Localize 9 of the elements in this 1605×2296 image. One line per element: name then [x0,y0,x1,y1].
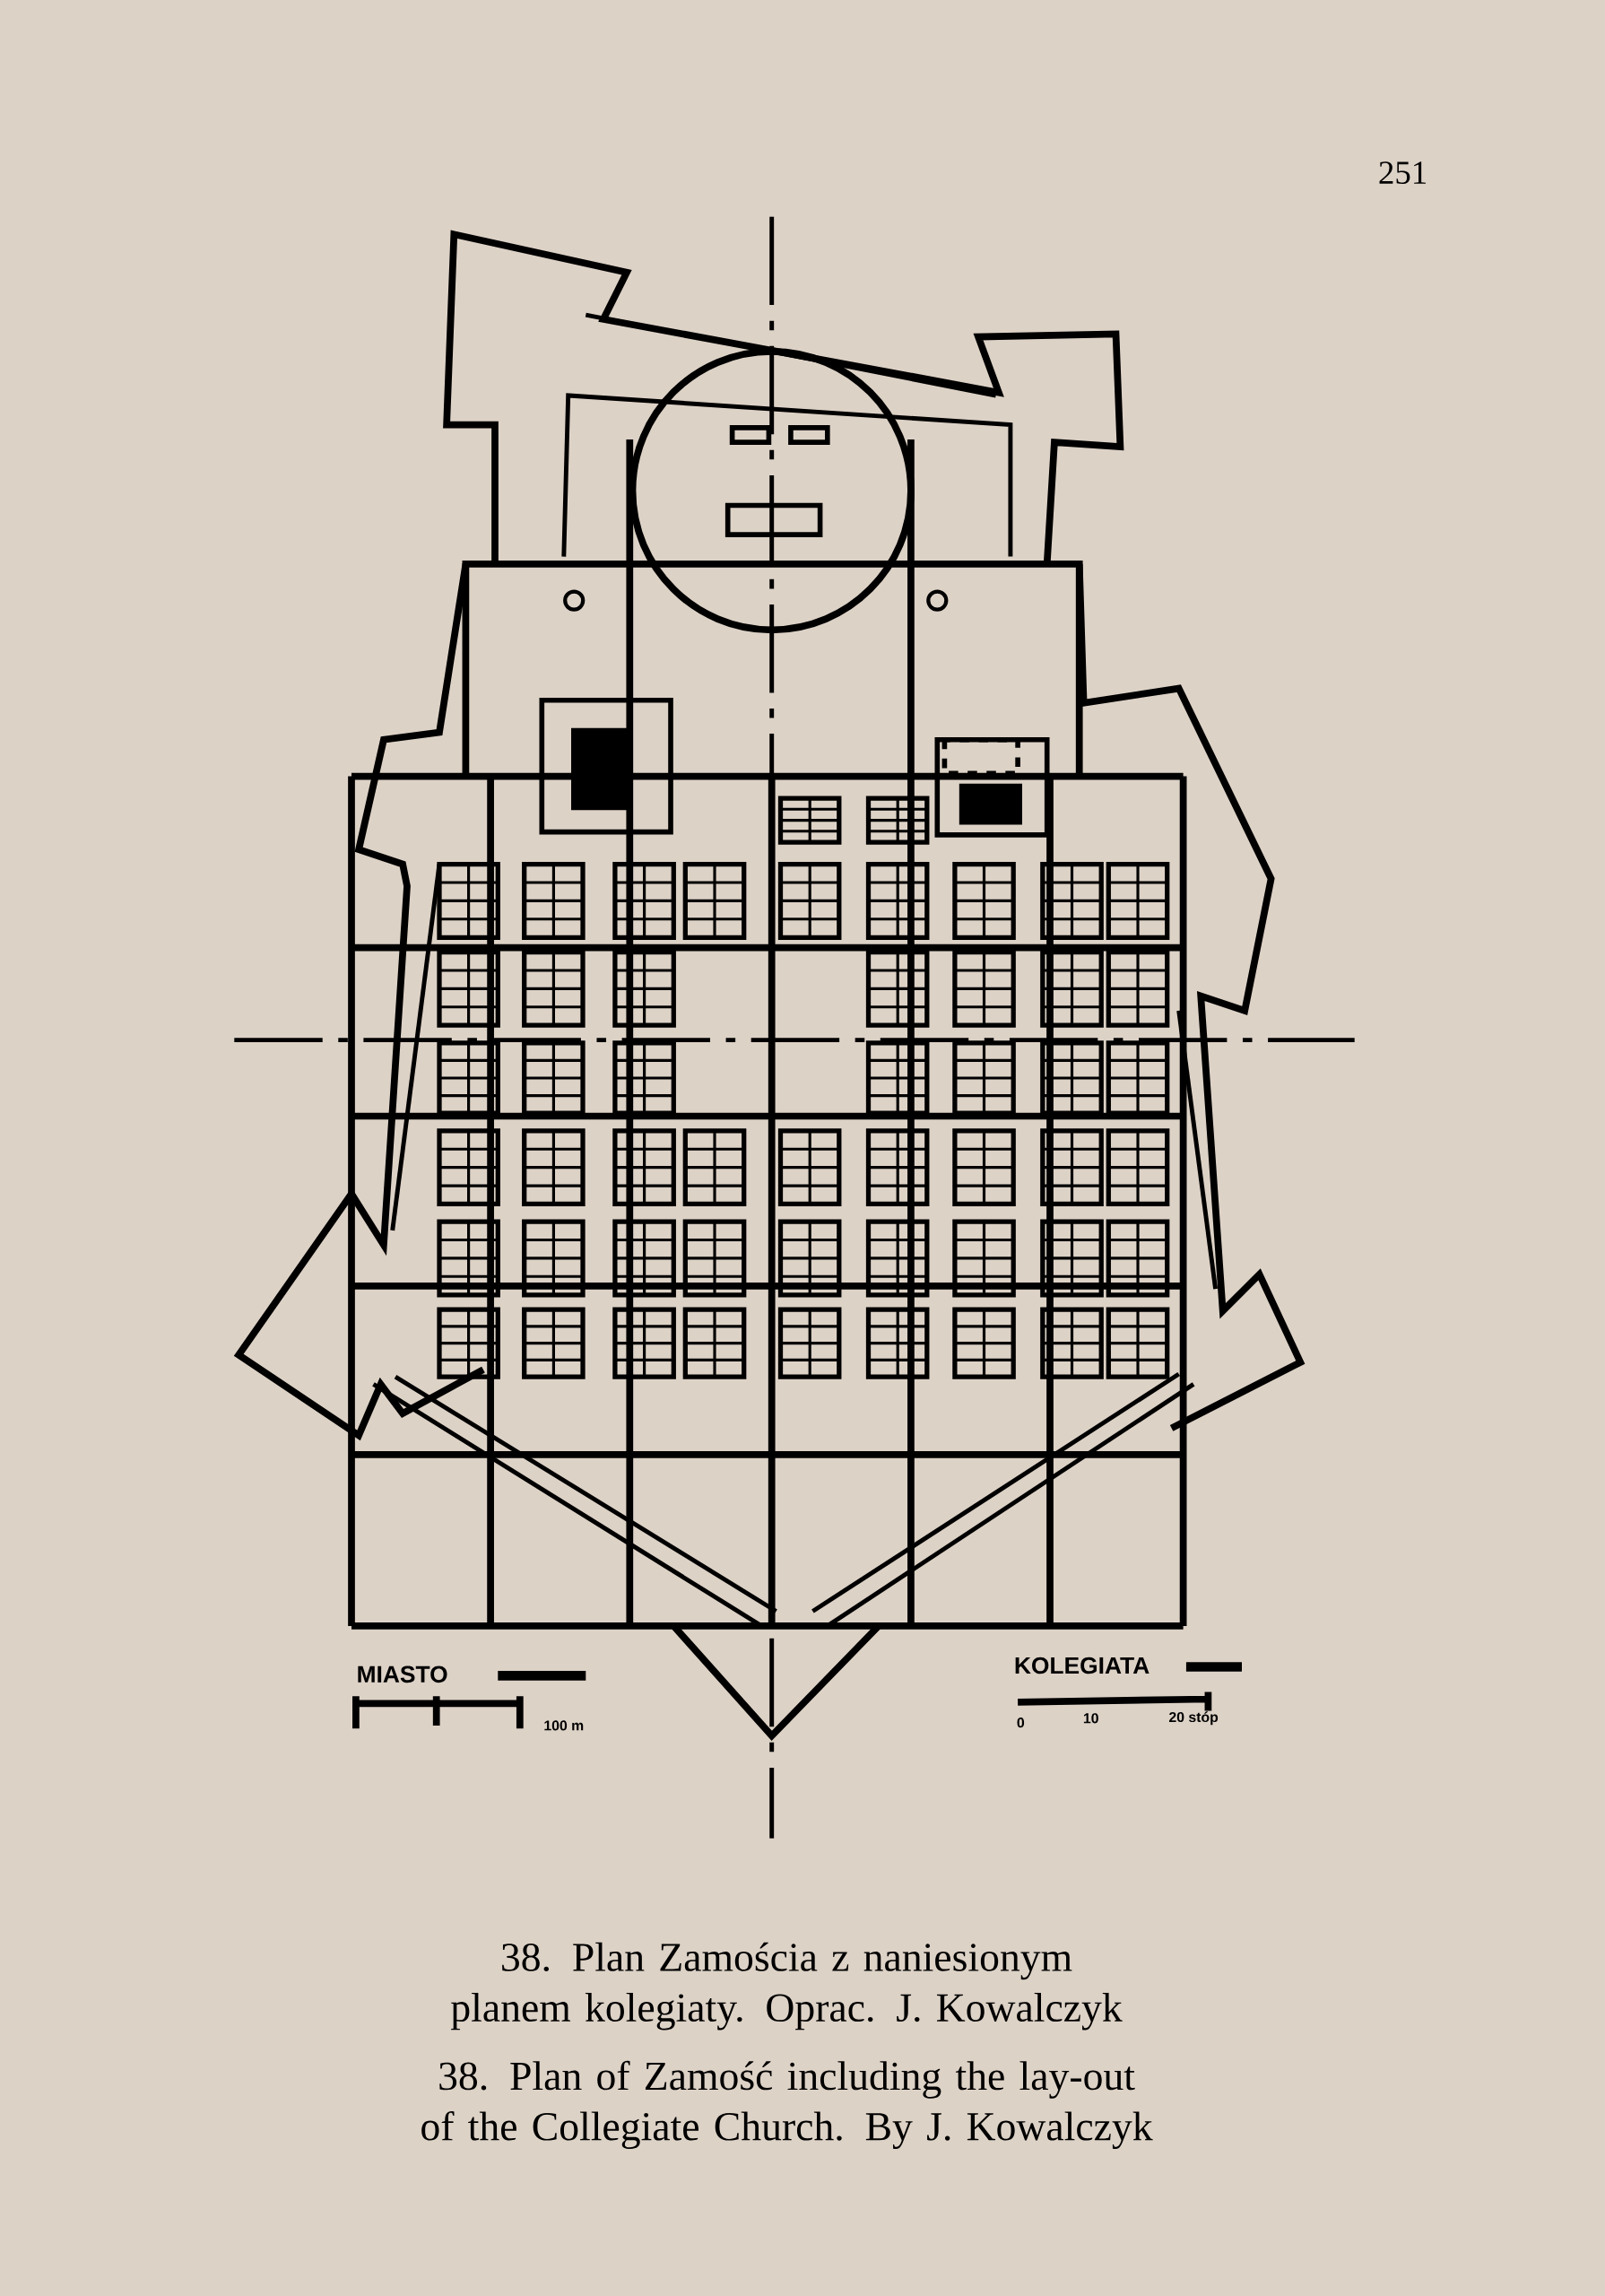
caption-text: 38. Plan Zamościa z naniesionym planem kolegiaty. Oprac. J. Kowalczyk [451,1942,1123,2031]
scale-label: 10 [1083,1713,1098,1724]
scale-label: 20 stóp [1169,1711,1219,1726]
caption-text: 38. Plan of Zamość including the lay-out of the Collegiate Church. By J. Kowalczyk [421,2060,1153,2150]
scale-label: 100 m [544,1720,584,1731]
legend-entry: MIASTO [358,1665,586,1683]
legend-entry: KOLEGIATA [1015,1657,1242,1674]
scale-label: 0 [1017,1718,1025,1728]
page-number: 251 [1379,161,1427,185]
